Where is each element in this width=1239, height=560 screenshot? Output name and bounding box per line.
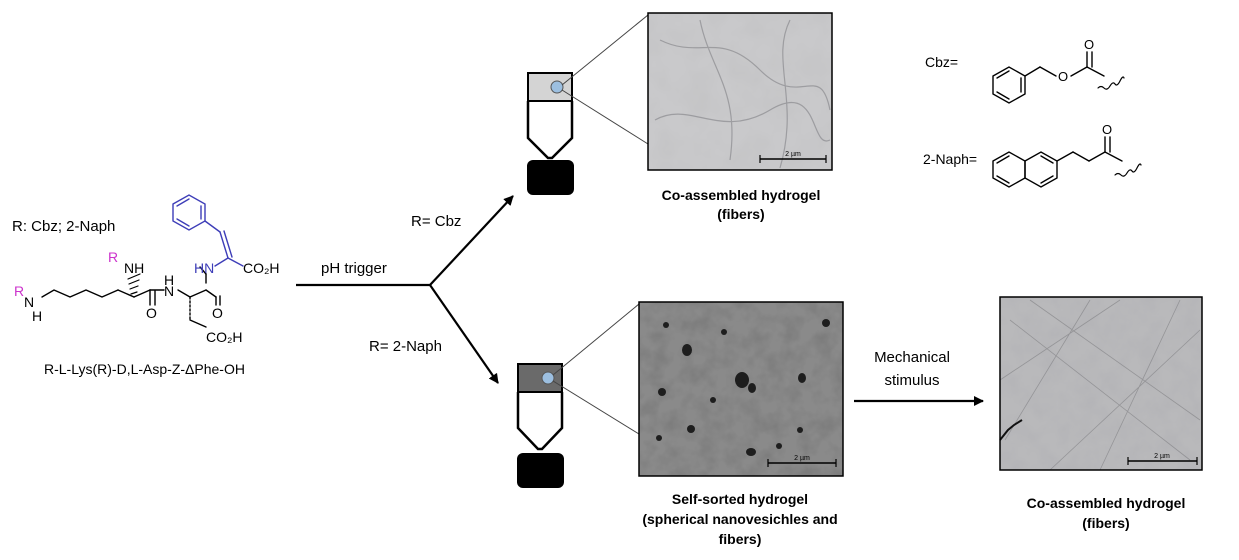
naph-legend-label: 2-Naph= [923, 151, 977, 167]
carbonyl-o-label: O [212, 305, 223, 321]
lys-nh-label: NH [124, 260, 144, 276]
ester-o-label: O [1058, 69, 1068, 84]
caption-top-line2: (fibers) [717, 206, 764, 222]
scale-bar-label: 2 µm [785, 151, 801, 158]
arrow-to-naph-gel [429, 284, 499, 384]
ph-trigger-label: pH trigger [321, 260, 387, 277]
arrow-to-cbz-gel [429, 195, 514, 286]
dhphe-hn-label: HN [194, 260, 214, 276]
asp-h-label: H [164, 272, 174, 288]
benzene-ring [992, 66, 1026, 104]
r-group-label: R [14, 283, 24, 299]
vial-naph [516, 303, 640, 488]
peptide-name: R-L-Lys(R)-D,L-Asp-Z-ΔPhe-OH [44, 361, 245, 377]
amine-n-label: N [24, 294, 34, 310]
amine-h-label: H [32, 308, 42, 324]
carbonyl-o-label: O [146, 305, 157, 321]
r-group-label: R [108, 249, 118, 265]
dehydrophe-fragment [172, 194, 244, 267]
tem-micrograph-naph: 2 µm [638, 301, 844, 477]
phenyl-ring [172, 194, 206, 231]
sample-marker [541, 371, 555, 385]
tem-micrograph-mechanical: 2 µm [999, 296, 1203, 471]
cbz-carbonyl-o-label: O [1084, 37, 1094, 52]
scale-bar-label: 2 µm [794, 455, 810, 462]
naphthalene-ring-b [1024, 151, 1058, 188]
naph-structure [992, 136, 1142, 188]
caption-right-line2: (fibers) [1082, 515, 1129, 531]
scale-bar-label: 2 µm [1154, 453, 1170, 460]
molecule-labels: R: Cbz; 2-Naph R R N H NH H N O O HN CO₂… [12, 218, 280, 377]
stimulus-label: stimulus [884, 372, 939, 389]
caption-mid-line2: (spherical nanovesichles and [642, 511, 837, 527]
sample-marker [550, 80, 564, 94]
naphthalene-ring-a [992, 151, 1026, 188]
naph-carbonyl-o-label: O [1102, 122, 1112, 137]
peptide-structure [41, 266, 221, 328]
mechanical-label: Mechanical [874, 349, 950, 366]
vial-cbz [526, 14, 649, 195]
cbz-legend-label: Cbz= [925, 54, 958, 70]
caption-mid-line1: Self-sorted hydrogel [672, 491, 808, 507]
cbz-structure [992, 51, 1125, 104]
r-definition: R: Cbz; 2-Naph [12, 218, 115, 235]
naph-branch-label: R= 2-Naph [369, 338, 442, 355]
cbz-branch-label: R= Cbz [411, 213, 461, 230]
lysine-side-chain [41, 289, 119, 298]
c-terminal-acid-label: CO₂H [243, 260, 280, 276]
caption-mid-line3: fibers) [719, 531, 762, 547]
caption-right-line1: Co-assembled hydrogel [1027, 495, 1186, 511]
stereo-hash-bond [127, 273, 141, 295]
asp-n-label: N [164, 283, 174, 299]
side-chain-acid-label: CO₂H [206, 329, 243, 345]
reaction-arrows [296, 195, 984, 406]
caption-top-line1: Co-assembled hydrogel [662, 187, 821, 203]
nanovesicles [656, 319, 830, 456]
tem-micrograph-cbz: 2 µm [647, 12, 833, 171]
